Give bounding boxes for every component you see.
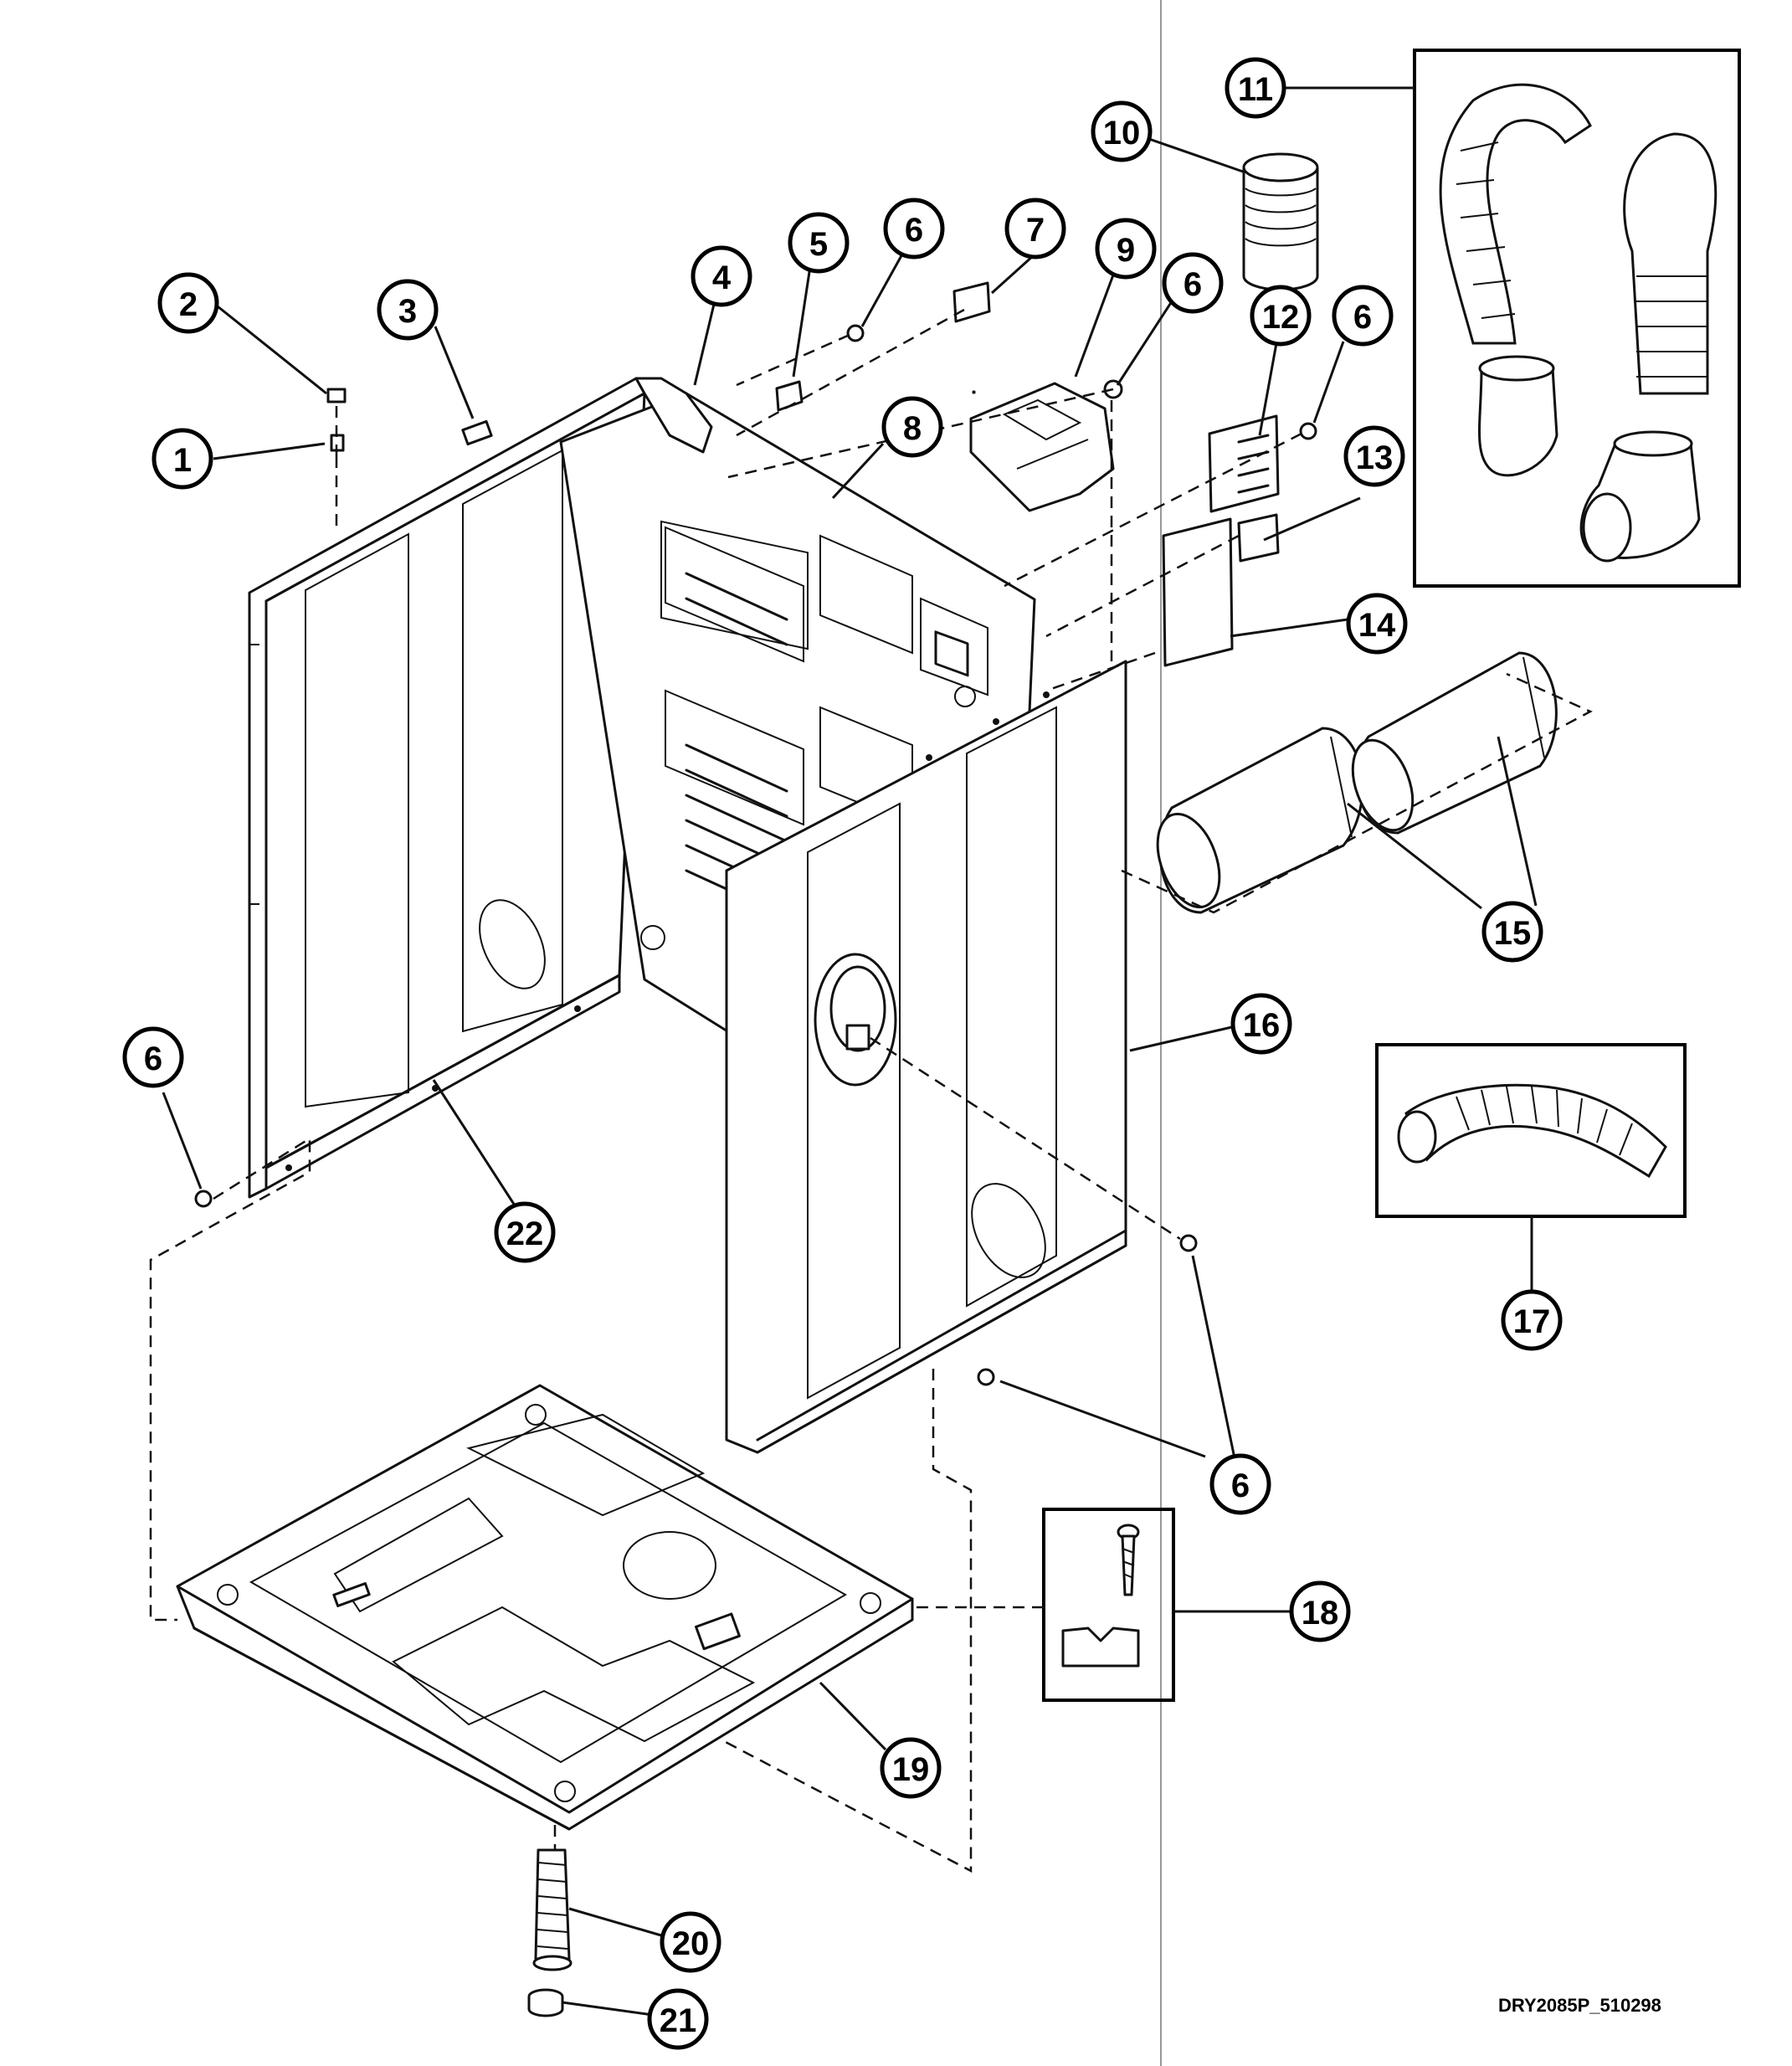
callout-6a-label: 6 bbox=[905, 212, 923, 249]
back-panel-louvers bbox=[685, 572, 788, 918]
top-rail-corner bbox=[461, 377, 713, 454]
callout-15-label: 15 bbox=[1494, 915, 1532, 952]
callout-20: 20 bbox=[660, 1911, 721, 1973]
box-screw-clip bbox=[1042, 1508, 1175, 1702]
vent-pipe bbox=[1242, 152, 1319, 291]
duct-bracket bbox=[969, 382, 1115, 512]
callout-7-label: 7 bbox=[1026, 212, 1045, 249]
callout-12-label: 12 bbox=[1262, 299, 1300, 336]
callout-15: 15 bbox=[1481, 901, 1543, 963]
callout-9-label: 9 bbox=[1117, 232, 1135, 269]
callout-13: 13 bbox=[1343, 425, 1405, 487]
callout-4: 4 bbox=[691, 245, 752, 307]
callout-22: 22 bbox=[494, 1201, 556, 1263]
callout-6a: 6 bbox=[883, 198, 945, 260]
door-switch-hub bbox=[814, 953, 897, 1087]
callout-16-label: 16 bbox=[1243, 1007, 1281, 1044]
callout-8: 8 bbox=[881, 396, 943, 458]
callout-6c-label: 6 bbox=[1353, 299, 1372, 336]
callout-17-label: 17 bbox=[1513, 1303, 1551, 1340]
leg-cap bbox=[527, 1988, 564, 2017]
callout-3-label: 3 bbox=[398, 293, 417, 330]
callout-6d: 6 bbox=[122, 1026, 184, 1088]
callout-21-label: 21 bbox=[660, 2002, 697, 2039]
callout-3: 3 bbox=[377, 279, 439, 341]
callout-5-label: 5 bbox=[809, 226, 828, 263]
callout-11-label: 11 bbox=[1238, 71, 1273, 108]
callout-16: 16 bbox=[1230, 993, 1292, 1055]
callout-6b: 6 bbox=[1162, 252, 1224, 314]
cover-plates bbox=[952, 281, 1280, 667]
callout-1: 1 bbox=[151, 428, 213, 490]
callout-21: 21 bbox=[647, 1988, 709, 2050]
callout-18: 18 bbox=[1289, 1580, 1351, 1642]
callout-13-label: 13 bbox=[1356, 439, 1394, 476]
right-side-panel bbox=[725, 660, 1127, 1454]
callout-22-label: 22 bbox=[506, 1215, 544, 1252]
flex-hose bbox=[1397, 1083, 1667, 1179]
callout-6b-label: 6 bbox=[1184, 266, 1202, 303]
callout-4-label: 4 bbox=[712, 260, 732, 296]
callout-10-label: 10 bbox=[1103, 115, 1141, 152]
leveling-leg bbox=[532, 1848, 573, 1971]
base-pan bbox=[176, 1384, 914, 1831]
callout-2-label: 2 bbox=[179, 286, 198, 323]
callout-19-label: 19 bbox=[892, 1751, 930, 1788]
callout-7: 7 bbox=[1004, 198, 1066, 260]
elbow-hoses-kit bbox=[1439, 83, 1718, 563]
callout-11: 11 bbox=[1225, 57, 1286, 119]
screw-and-clip bbox=[1061, 1524, 1140, 1668]
callout-14-label: 14 bbox=[1358, 607, 1396, 644]
callout-10: 10 bbox=[1091, 100, 1153, 162]
callout-1-label: 1 bbox=[173, 442, 192, 479]
callout-6d-label: 6 bbox=[144, 1041, 162, 1077]
callout-6e-label: 6 bbox=[1231, 1467, 1250, 1504]
duct-pipes bbox=[1156, 651, 1558, 914]
leader-lines bbox=[162, 86, 1538, 2017]
callout-2: 2 bbox=[157, 272, 219, 334]
callout-19: 19 bbox=[880, 1737, 942, 1799]
callout-18-label: 18 bbox=[1302, 1595, 1339, 1632]
callout-5: 5 bbox=[788, 212, 850, 274]
callout-6c: 6 bbox=[1332, 285, 1394, 347]
box-elbow-hoses bbox=[1413, 49, 1741, 588]
callout-12: 12 bbox=[1250, 285, 1312, 347]
callout-6e: 6 bbox=[1209, 1453, 1271, 1515]
callout-20-label: 20 bbox=[672, 1925, 710, 1962]
callout-9: 9 bbox=[1095, 218, 1157, 280]
drawing-code: DRY2085P_510298 bbox=[1498, 1995, 1661, 2016]
callout-14: 14 bbox=[1346, 593, 1408, 655]
fasteners bbox=[194, 324, 1317, 1386]
callout-8-label: 8 bbox=[903, 410, 922, 447]
callout-17: 17 bbox=[1501, 1289, 1563, 1351]
